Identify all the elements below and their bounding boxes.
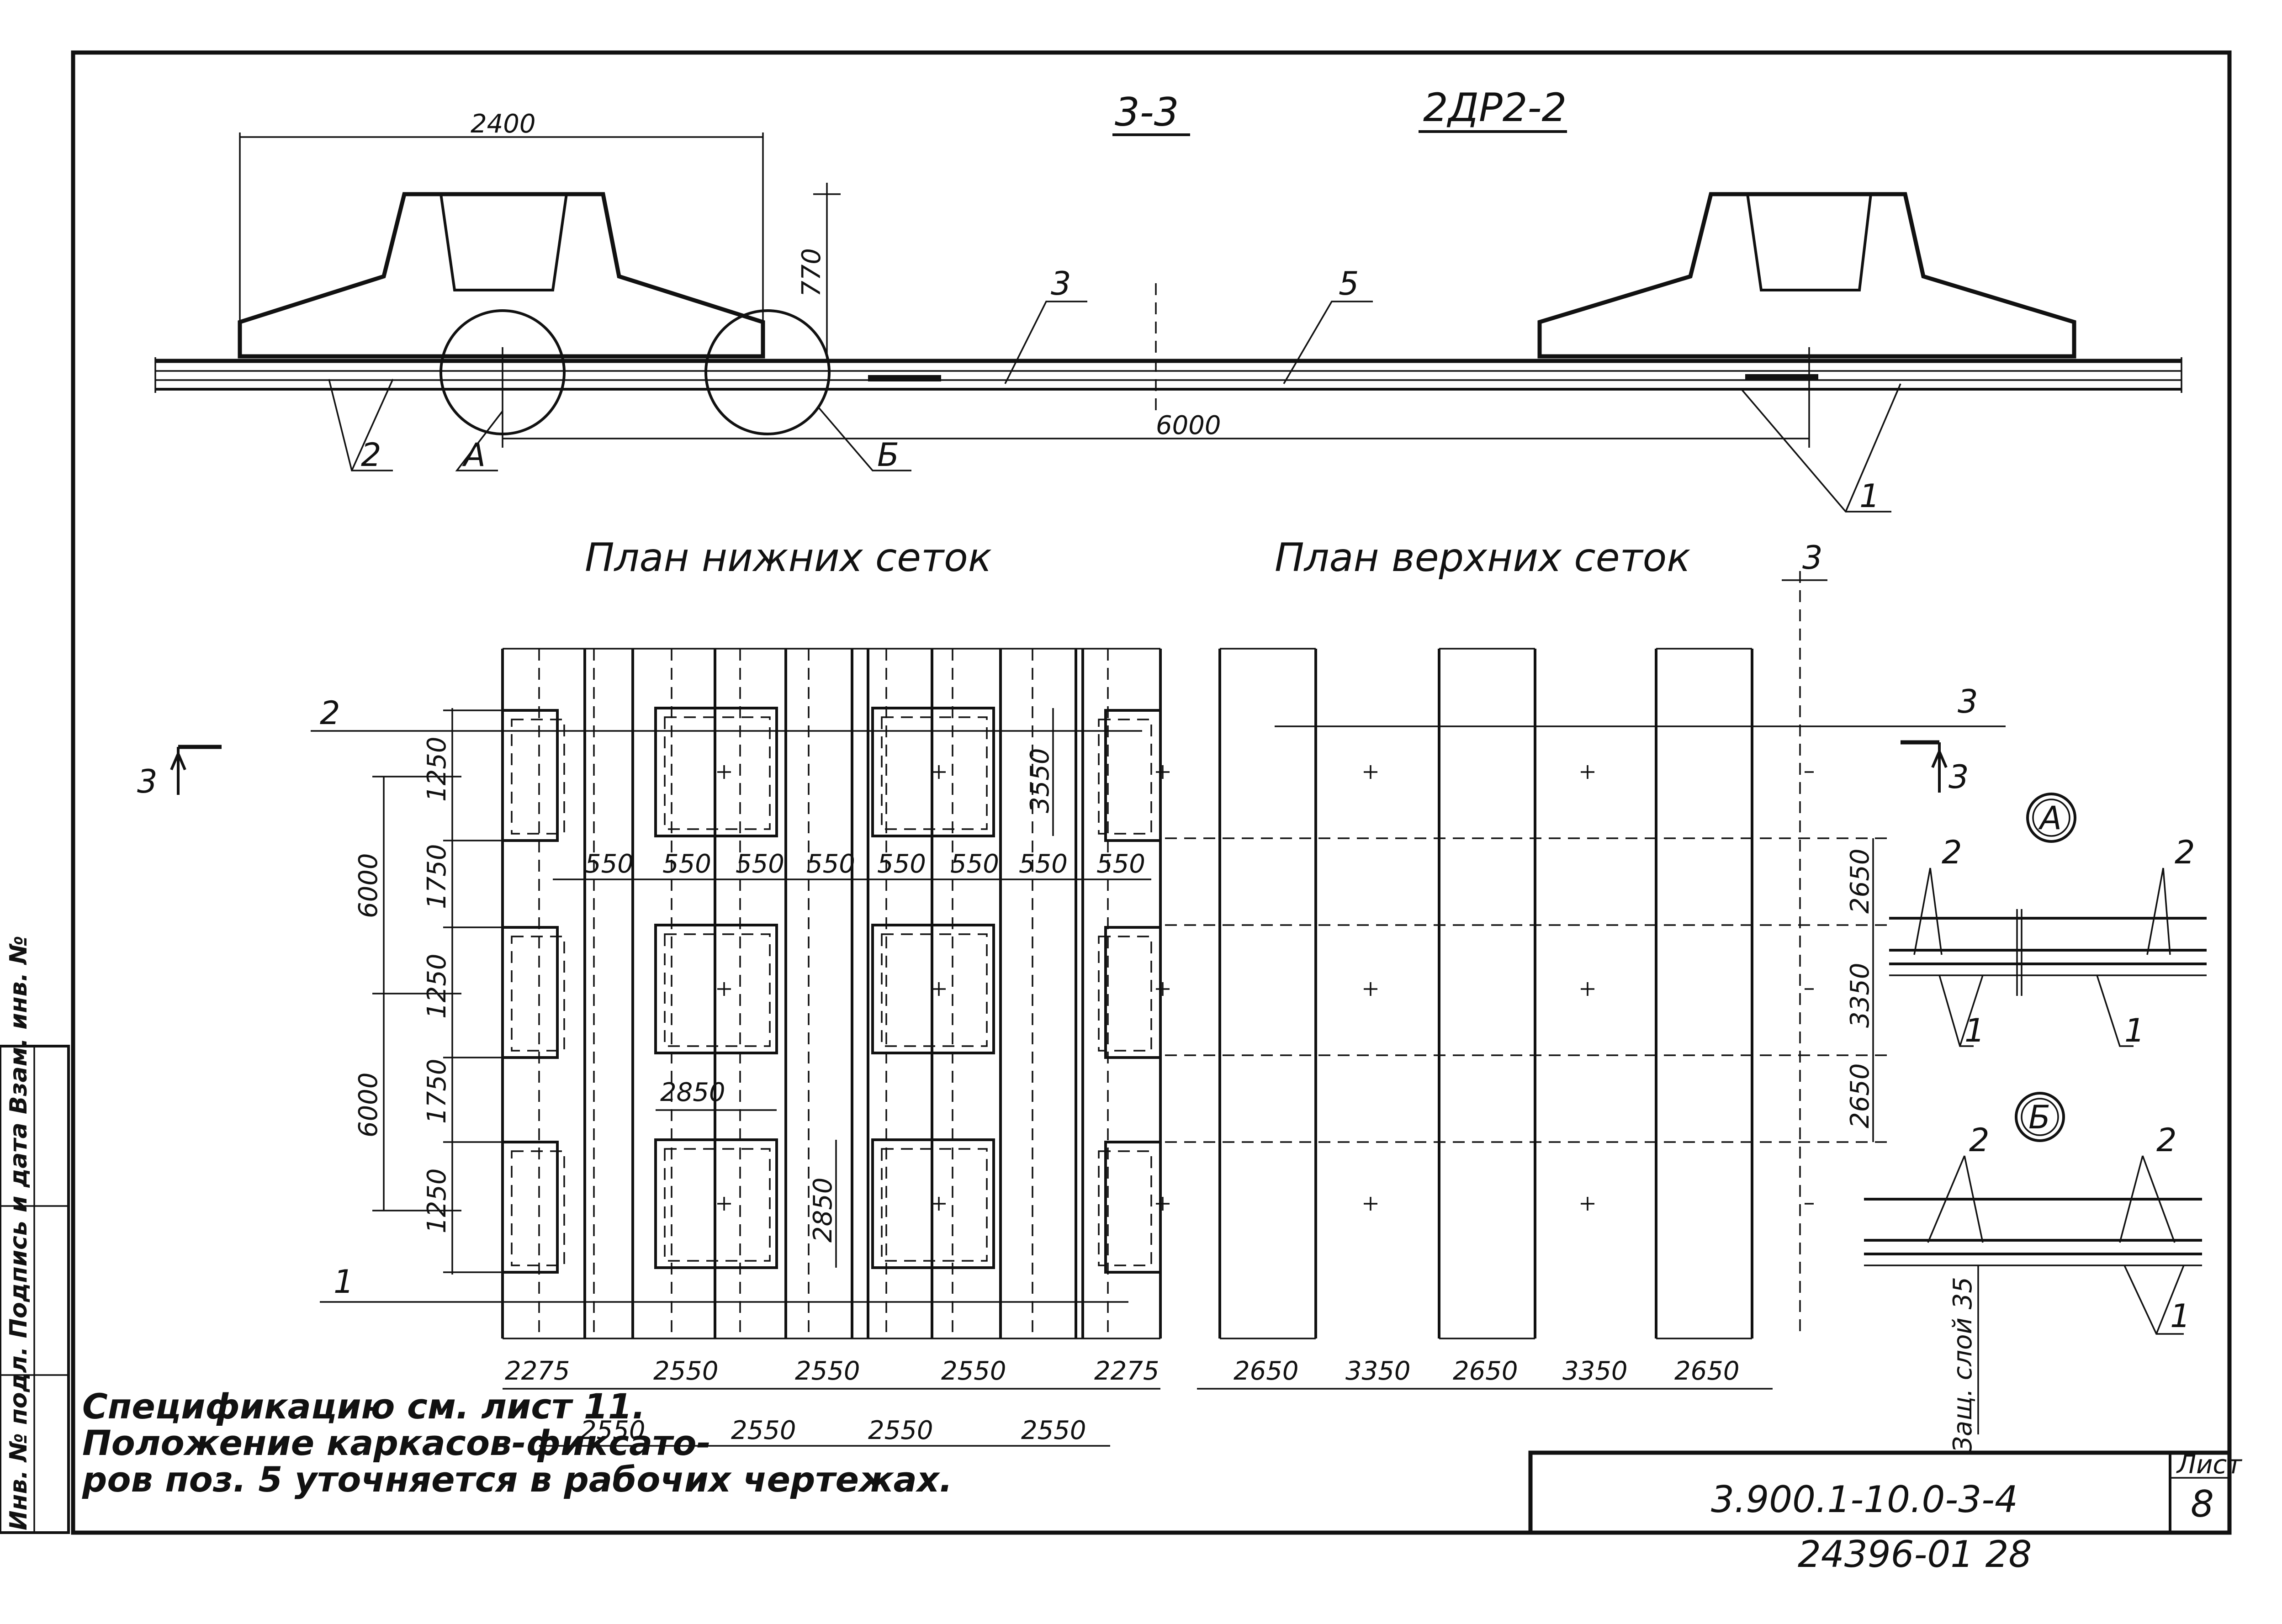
cut-label-left: 3	[137, 763, 158, 800]
notes: Спецификацию см. лист 11. Положение карк…	[82, 1386, 953, 1500]
dim-upper-h2650-b: 2650	[1453, 1356, 1518, 1386]
dim-1250-a: 1250	[422, 736, 452, 802]
title-stamp: Лист 8 3.900.1-10.0-3-4 24396-01 28	[1528, 1450, 2242, 1576]
dim-2850-h: 2850	[660, 1078, 725, 1107]
dim-550-6: 550	[950, 849, 999, 879]
dim-1250-c: 1250	[422, 1168, 452, 1233]
dim-6000: 6000	[1156, 411, 1221, 440]
footing-right	[1537, 192, 2076, 359]
detail-b: Б 2 2 1 Защ. слой 35	[1864, 1092, 2202, 1453]
dim-550-8: 550	[1096, 849, 1145, 879]
cut-label-right: 3	[1948, 758, 1969, 796]
callout-b: Б	[877, 436, 899, 474]
dim-2275-a: 2275	[505, 1356, 570, 1386]
dim-2550-g: 2550	[1021, 1416, 1086, 1445]
detail-a: A 2 2 1 1	[1889, 793, 2207, 1049]
dim-upper-h2650-c: 2650	[1674, 1356, 1740, 1386]
detail-b-pos2-right: 2	[2156, 1121, 2177, 1159]
dim-550-5: 550	[877, 849, 926, 879]
detail-a-pos2-left: 2	[1942, 834, 1962, 871]
lower-mesh-plan: 2 1 3 1250 1750 1250 1750 1250 6000 6000	[137, 648, 1170, 1447]
dim-2550-c: 2550	[941, 1356, 1006, 1386]
upper-mesh-plan: 3 3 3 2650 3350 2650 2650 3350 2650 3350…	[1165, 539, 2006, 1390]
side-strip-label: Инв. № подл. Подпись и дата Взам. инв. №	[5, 936, 32, 1530]
note-line-1: Спецификацию см. лист 11.	[82, 1386, 645, 1427]
dim-770: 770	[797, 248, 826, 297]
dim-550-2: 550	[662, 849, 711, 879]
dim-2550-a: 2550	[653, 1356, 719, 1386]
section-line-label: 3	[1958, 683, 1978, 720]
callout-1: 1	[1859, 477, 1880, 515]
dim-2400: 2400	[471, 109, 536, 139]
dim-1250-b: 1250	[422, 953, 452, 1019]
dim-2550-b: 2550	[795, 1356, 860, 1386]
dim-6000-b: 6000	[354, 1072, 383, 1137]
note-line-2: Положение каркасов-фиксато-	[82, 1423, 711, 1463]
dim-2550-e: 2550	[731, 1416, 796, 1445]
dim-6000-a: 6000	[354, 853, 383, 918]
detail-b-pos1: 1	[2170, 1297, 2191, 1335]
footing-left	[238, 192, 765, 359]
detail-a-pos1-right: 1	[2124, 1012, 2145, 1049]
dim-upper-2650-a: 2650	[1845, 848, 1875, 914]
cover-label: Защ. слой 35	[1948, 1277, 1978, 1453]
dim-2550-f: 2550	[868, 1416, 933, 1445]
sheet-number: 8	[2191, 1483, 2214, 1525]
callout-2: 2	[361, 436, 381, 474]
archive-number: 24396-01 28	[1798, 1533, 2032, 1576]
section-3-3: 3-3 2ДР2-2 2400 770	[154, 85, 2182, 515]
lower-plan-title: План нижних сеток	[585, 535, 992, 581]
dim-1750-b: 1750	[422, 1058, 452, 1124]
dim-550-4: 550	[806, 849, 855, 879]
detail-a-label: A	[2038, 799, 2062, 837]
callout-5: 5	[1339, 265, 1359, 302]
dim-2275-b: 2275	[1094, 1356, 1160, 1386]
row-label-2: 2	[320, 694, 340, 732]
dim-2850-v: 2850	[808, 1177, 838, 1243]
detail-circle-b	[704, 309, 831, 435]
dim-550-3: 550	[736, 849, 784, 879]
sheet-label: Лист	[2176, 1450, 2242, 1480]
dim-upper-h3350-b: 3350	[1562, 1356, 1628, 1386]
dim-upper-h3350-a: 3350	[1345, 1356, 1411, 1386]
document-code: 3.900.1-10.0-3-4	[1711, 1478, 2018, 1521]
callout-a: A	[462, 436, 486, 474]
dim-2550-d: 2550	[580, 1416, 646, 1445]
detail-b-label: Б	[2028, 1099, 2050, 1136]
dim-550-7: 550	[1019, 849, 1068, 879]
note-line-3: ров поз. 5 уточняется в рабочих чертежах…	[82, 1459, 953, 1500]
dim-550-1: 550	[585, 849, 634, 879]
upper-plan-title: План верхних сеток	[1275, 535, 1690, 581]
sheet-frame: Инв. № подл. Подпись и дата Взам. инв. №	[0, 50, 2232, 1535]
row-label-1: 1	[334, 1263, 354, 1301]
section-title: 3-3	[1115, 90, 1179, 135]
dim-upper-3350: 3350	[1845, 963, 1875, 1028]
detail-a-pos2-right: 2	[2175, 834, 2195, 871]
dim-upper-2650-b: 2650	[1845, 1063, 1875, 1128]
callout-3: 3	[1051, 265, 1071, 302]
cut-label-top: 3	[1802, 539, 1823, 577]
dim-1750-a: 1750	[422, 844, 452, 909]
detail-a-pos1-left: 1	[1964, 1012, 1985, 1049]
dim-3550: 3550	[1025, 748, 1055, 813]
dim-upper-h2650-a: 2650	[1234, 1356, 1299, 1386]
section-mark: 2ДР2-2	[1423, 85, 1567, 131]
detail-b-pos2-left: 2	[1969, 1121, 1990, 1159]
